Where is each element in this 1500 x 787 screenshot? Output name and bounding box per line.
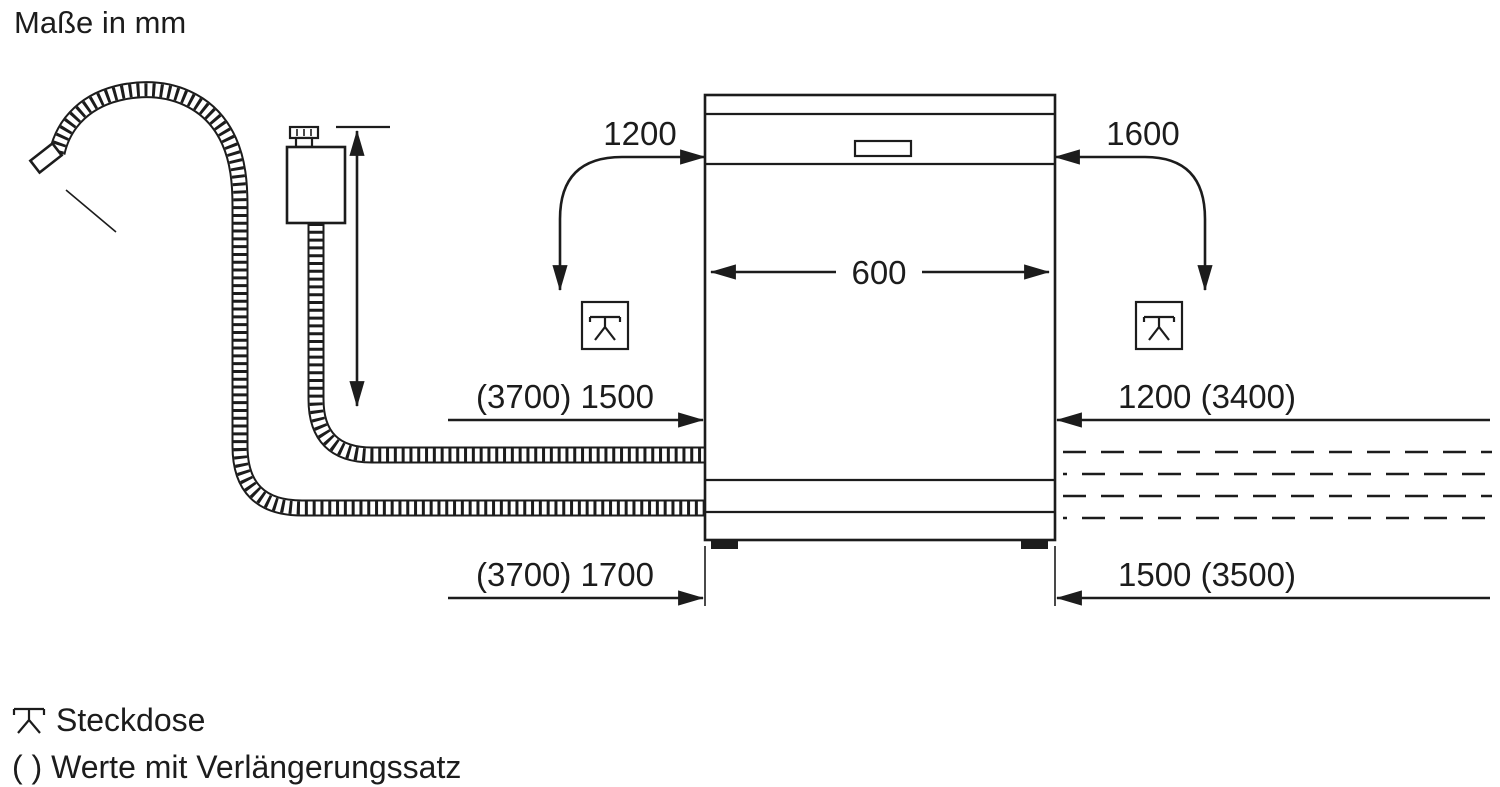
dishwasher-handle (853, 139, 913, 158)
dishwasher-foot-right (1021, 540, 1048, 549)
width-label-mask (836, 252, 922, 292)
legend: Steckdose ( ) Werte mit Verlängerungssat… (12, 702, 461, 785)
dimension-appliance-width: 600 (709, 252, 1051, 292)
socket-legend-icon (12, 707, 46, 734)
drain-hose-leader-line (65, 189, 117, 233)
drain-hose-ribs (57, 90, 705, 508)
socket-left-arrow (552, 149, 707, 292)
page-title: Maße in mm (14, 5, 186, 40)
dishwasher (703, 93, 1057, 549)
drain-hose-end-cap (28, 141, 64, 175)
socket-symbol-left (580, 300, 630, 351)
dim-hose-upper-right-label: 1200 (3400) (1118, 378, 1296, 415)
hose-extension-dashed-lines (1063, 450, 1492, 520)
dimension-hose-upper-left: (3700) 1500 (448, 378, 705, 428)
drain-hose-outline (57, 90, 705, 508)
socket-symbol-right (1134, 300, 1184, 351)
dimension-socket-right: 1600 (1053, 115, 1213, 292)
drain-hose (28, 90, 705, 508)
socket-right-arrow (1053, 149, 1213, 292)
dim-socket-height-left-label: 1200 (603, 115, 676, 152)
tap-neck (294, 136, 314, 149)
dim-hose-upper-left-label: (3700) 1500 (476, 378, 654, 415)
dim-hose-lower-left-label: (3700) 1700 (476, 556, 654, 593)
dimension-hose-upper-right: 1200 (3400) (1055, 378, 1490, 428)
drain-hose-core (57, 90, 705, 508)
dim-hose-lower-right-label: 1500 (3500) (1118, 556, 1296, 593)
dim-appliance-width-label: 600 (851, 254, 906, 291)
socket-glyph-right (1142, 315, 1176, 341)
dishwasher-foot-left (711, 540, 738, 549)
dimension-socket-left: 1200 (552, 115, 707, 292)
dishwasher-outline (703, 93, 1057, 542)
water-supply-assembly (285, 125, 705, 455)
legend-extension-note: ( ) Werte mit Verlängerungssatz (12, 749, 461, 785)
dim-socket-height-right-label: 1600 (1106, 115, 1179, 152)
aquastop-box (285, 145, 347, 225)
socket-glyph-left (588, 315, 622, 341)
tap-height-dimension (336, 125, 390, 408)
dimension-hose-lower-right: 1500 (3500) (1054, 546, 1490, 606)
dimension-hose-lower-left: (3700) 1700 (448, 546, 706, 606)
legend-socket-label: Steckdose (56, 702, 205, 738)
